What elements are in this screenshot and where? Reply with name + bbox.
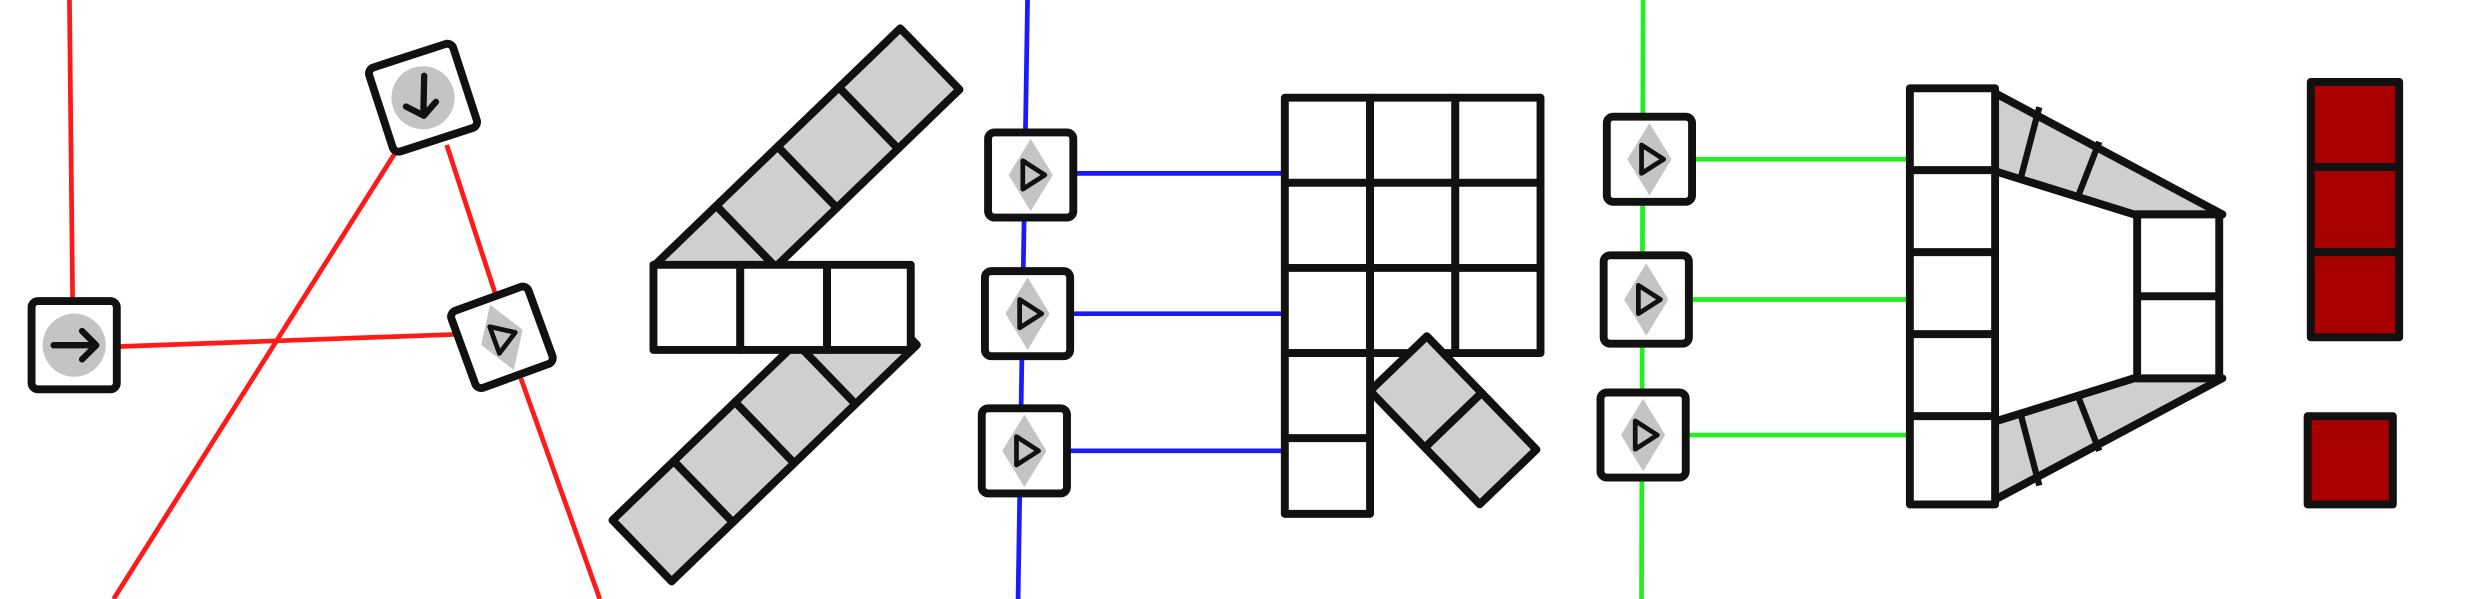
emitter-node[interactable] <box>27 297 121 394</box>
red-wire-segment <box>111 137 407 599</box>
receiver-node[interactable] <box>1596 388 1690 482</box>
receiver-node[interactable] <box>980 267 1075 361</box>
triangle-icon <box>1020 158 1048 192</box>
triangle-icon <box>1017 297 1045 331</box>
receiver-node[interactable] <box>977 404 1071 498</box>
triangle-icon <box>1014 434 1041 468</box>
red-wire-segment <box>113 331 461 350</box>
receiver-node[interactable] <box>1602 112 1696 206</box>
triangle-icon <box>487 324 518 356</box>
triangle-icon <box>1636 282 1663 317</box>
indicator-block <box>2306 248 2404 342</box>
indicator-block <box>2306 163 2404 257</box>
indicator-block <box>2303 412 2397 509</box>
block-structure-s <box>608 24 964 586</box>
receiver-node[interactable] <box>447 282 557 393</box>
receiver-node[interactable] <box>984 128 1078 222</box>
emitter-node[interactable] <box>365 39 482 156</box>
indicator-block <box>2306 78 2404 172</box>
red-wire-segment <box>444 144 500 301</box>
receiver-node[interactable] <box>1599 251 1693 348</box>
red-wire-network <box>67 0 603 599</box>
arrow-icon <box>50 327 100 363</box>
block-structure-r <box>1280 93 1545 518</box>
arrow-icon <box>402 72 440 119</box>
red-wire-segment <box>518 377 603 599</box>
block-structure-d <box>1905 84 2227 509</box>
exclamation-indicator <box>2303 78 2404 509</box>
triangle-icon <box>1639 142 1667 176</box>
triangle-icon <box>1632 418 1660 452</box>
red-wire-segment <box>67 0 75 300</box>
